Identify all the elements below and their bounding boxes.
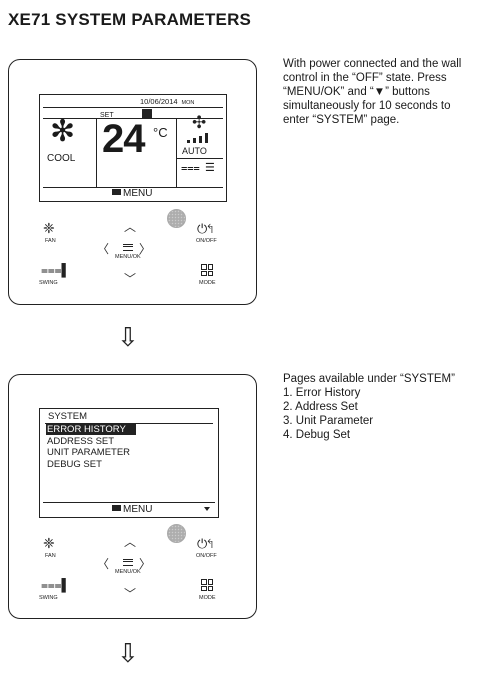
down-button[interactable]: ﹀ bbox=[124, 272, 137, 286]
on-off-button-label[interactable]: ON/OFF bbox=[196, 238, 217, 244]
down-button[interactable]: ﹀ bbox=[124, 587, 137, 601]
system-header: SYSTEM bbox=[48, 411, 88, 422]
lock-icon bbox=[142, 109, 152, 118]
up-button[interactable]: ︿ bbox=[124, 220, 137, 234]
menu-ok-button-label[interactable]: MENU/OK bbox=[115, 254, 141, 260]
menu-item-address-set[interactable]: ADDRESS SET bbox=[47, 436, 115, 447]
menu-item-unit-parameter[interactable]: UNIT PARAMETER bbox=[47, 447, 131, 458]
fan-button-icon[interactable]: ❈ bbox=[43, 535, 55, 551]
lcd-divider-fan bbox=[176, 158, 223, 159]
step2-list-item: 4. Debug Set bbox=[283, 429, 351, 441]
fan-button-icon[interactable]: ❈ bbox=[43, 220, 55, 236]
snowflake-icon: ✻ bbox=[50, 115, 76, 148]
mode-text: COOL bbox=[47, 153, 76, 164]
lcd-divider-top bbox=[43, 107, 223, 108]
left-button[interactable]: 〈 bbox=[97, 242, 110, 256]
wall-controller-system: SYSTEM ERROR HISTORY ADDRESS SET UNIT PA… bbox=[8, 374, 257, 619]
menu-ok-icon[interactable] bbox=[123, 244, 133, 251]
mode-button-label[interactable]: MODE bbox=[199, 280, 216, 286]
menu-ok-button-label[interactable]: MENU/OK bbox=[115, 569, 141, 575]
temperature-unit: °C bbox=[153, 125, 168, 140]
mode-icon[interactable] bbox=[201, 264, 213, 276]
date-value: 10/06/2014 bbox=[140, 97, 178, 106]
step1-instructions: With power connected and the wall contro… bbox=[283, 58, 462, 126]
swing-horizontal-icon: ☰ bbox=[205, 162, 215, 174]
mode-button-label[interactable]: MODE bbox=[199, 595, 216, 601]
sensor-icon bbox=[167, 524, 186, 543]
sensor-icon bbox=[167, 209, 186, 228]
lcd-system-screen: SYSTEM ERROR HISTORY ADDRESS SET UNIT PA… bbox=[39, 408, 219, 518]
swing-icon[interactable]: ⩶▌ bbox=[41, 263, 71, 277]
up-button[interactable]: ︿ bbox=[124, 535, 137, 549]
swing-button-label[interactable]: SWING bbox=[39, 595, 58, 601]
lcd-footer-divider bbox=[43, 502, 215, 503]
on-off-button-label[interactable]: ON/OFF bbox=[196, 553, 217, 559]
menu-item-error-history[interactable]: ERROR HISTORY bbox=[46, 424, 136, 435]
down-arrow-icon: ⇩ bbox=[117, 322, 139, 352]
step2-intro: Pages available under “SYSTEM” bbox=[283, 373, 455, 385]
lcd-divider-left bbox=[96, 118, 97, 188]
menu-label: MENU bbox=[112, 188, 152, 199]
fan-button-label[interactable]: FAN bbox=[45, 553, 56, 559]
day-value: MON bbox=[181, 100, 195, 106]
lcd-divider-right bbox=[176, 118, 177, 188]
right-button[interactable]: 〉 bbox=[139, 242, 152, 256]
page-title: XE71 SYSTEM PARAMETERS bbox=[8, 10, 252, 29]
power-icon[interactable]: ⏻↰ bbox=[197, 221, 214, 236]
fan-mode-text: AUTO bbox=[182, 146, 207, 156]
menu-ok-icon[interactable] bbox=[123, 559, 133, 566]
fan-level-bars bbox=[187, 133, 213, 143]
set-label: SET bbox=[100, 112, 114, 119]
step2-list-item: 2. Address Set bbox=[283, 401, 358, 413]
lcd-divider-mid bbox=[43, 118, 223, 119]
swing-button-label[interactable]: SWING bbox=[39, 280, 58, 286]
scroll-down-indicator-icon bbox=[204, 507, 210, 511]
fan-button-label[interactable]: FAN bbox=[45, 238, 56, 244]
lcd-header-divider bbox=[45, 423, 213, 424]
lcd-divider-bottom bbox=[43, 187, 223, 188]
step2-instructions: Pages available under “SYSTEM” 1. Error … bbox=[283, 372, 473, 442]
mode-icon[interactable] bbox=[201, 579, 213, 591]
left-button[interactable]: 〈 bbox=[97, 557, 110, 571]
menu-label: MENU bbox=[112, 504, 152, 515]
down-arrow-icon: ⇩ bbox=[117, 638, 139, 668]
swing-vertical-icon: ⩶ bbox=[181, 162, 200, 174]
swing-icon[interactable]: ⩶▌ bbox=[41, 578, 71, 592]
power-icon[interactable]: ⏻↰ bbox=[197, 536, 214, 551]
right-button[interactable]: 〉 bbox=[139, 557, 152, 571]
menu-item-debug-set[interactable]: DEBUG SET bbox=[47, 459, 102, 470]
step2-list-item: 3. Unit Parameter bbox=[283, 415, 374, 427]
fan-icon: ✣ bbox=[192, 113, 207, 132]
set-temperature: 24 bbox=[102, 117, 145, 161]
step2-list-item: 1. Error History bbox=[283, 387, 361, 399]
